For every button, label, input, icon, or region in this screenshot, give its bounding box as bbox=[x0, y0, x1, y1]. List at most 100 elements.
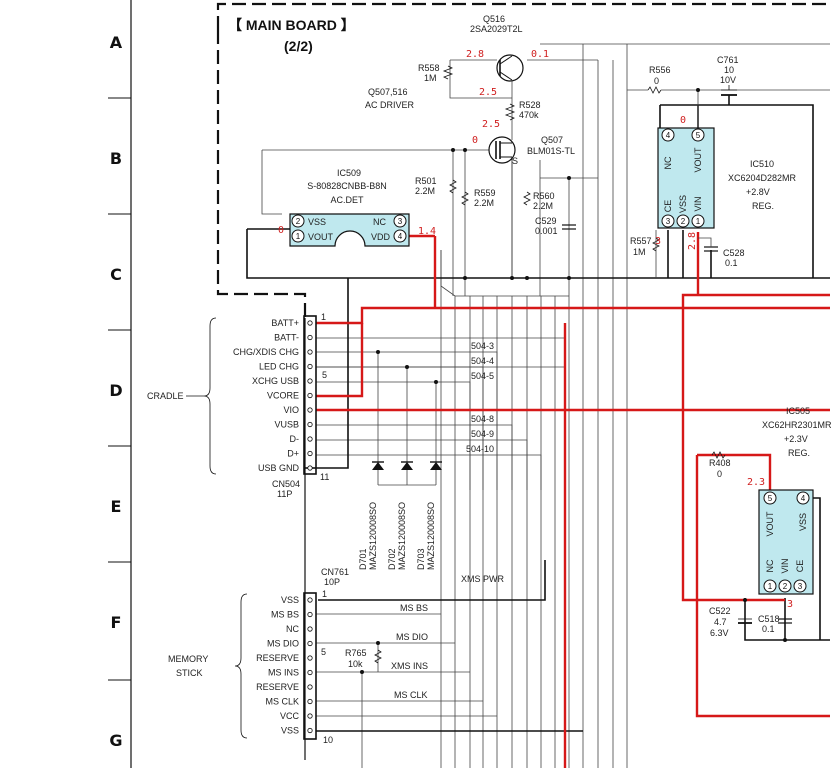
row-label-a: A bbox=[110, 33, 123, 52]
ic509-pin3: 3 bbox=[398, 217, 403, 226]
ic505-nc: NC bbox=[765, 559, 775, 572]
ic510-pin1: 1 bbox=[696, 217, 701, 226]
voltage-ic510-ce: 3 bbox=[655, 236, 661, 247]
d702-part: MAZS120008SO bbox=[397, 502, 407, 570]
r528-value: 470k bbox=[519, 110, 539, 120]
voltage-q516-e: 0.1 bbox=[531, 49, 549, 60]
cn504-pin-contact bbox=[307, 320, 313, 326]
cn504-pin-label: VCORE bbox=[267, 391, 299, 401]
cn504-pin-label: XCHG USB bbox=[252, 376, 299, 386]
ic509-vdd: VDD bbox=[371, 232, 391, 242]
c522-name: C522 bbox=[709, 606, 731, 616]
cn761-pin1: 1 bbox=[322, 589, 327, 599]
ic510-pin2: 2 bbox=[681, 217, 686, 226]
ic505-voltage: +2.3V bbox=[784, 434, 808, 444]
c761-value2: 10V bbox=[720, 75, 736, 85]
q507-516-name: Q507,516 bbox=[368, 87, 408, 97]
cn761-pins-count: 10P bbox=[324, 577, 340, 587]
r558-value: 1M bbox=[424, 73, 437, 83]
net-ms-clk: MS CLK bbox=[394, 690, 428, 700]
net-ms-dio: MS DIO bbox=[396, 632, 428, 642]
r557-value: 1M bbox=[633, 247, 646, 257]
cn504-pin-contact bbox=[307, 349, 313, 355]
net-xms-pwr: XMS PWR bbox=[461, 574, 505, 584]
grid-column: A B C D E F G bbox=[108, 0, 132, 768]
voltage-q516-c: 2.5 bbox=[479, 87, 497, 98]
voltage-ic510-vout: 0 bbox=[680, 115, 686, 126]
ic510-desc: REG. bbox=[752, 201, 774, 211]
cn761-pin-contact bbox=[307, 727, 313, 734]
power-wires bbox=[316, 232, 830, 768]
ic505-vout: VOUT bbox=[765, 511, 775, 537]
r528-name: R528 bbox=[519, 100, 541, 110]
cn761-pin5: 5 bbox=[321, 647, 326, 657]
cn761-pin-label: VSS bbox=[281, 595, 299, 605]
cn504-pin-contact bbox=[307, 450, 313, 457]
r556-value: 0 bbox=[654, 76, 659, 86]
transistor-q507 bbox=[488, 136, 516, 278]
voltage-q507-g: 2.5 bbox=[482, 119, 500, 130]
row-label-e: E bbox=[111, 497, 122, 516]
ic510-voltage: +2.8V bbox=[746, 187, 770, 197]
ic505-vin: VIN bbox=[780, 558, 790, 573]
ic510-part: XC6204D282MR bbox=[728, 173, 797, 183]
cn504-pin11: 11 bbox=[320, 472, 329, 482]
net-ms-bs: MS BS bbox=[400, 603, 428, 613]
row-label-b: B bbox=[110, 149, 122, 168]
c529-name: C529 bbox=[535, 216, 557, 226]
cn504-pin-contact bbox=[307, 392, 313, 399]
transistor-q516 bbox=[442, 54, 524, 140]
cn504-pins-count: 11P bbox=[277, 489, 292, 499]
c522-value2: 6.3V bbox=[710, 628, 729, 638]
voltage-ic509-vdd: 1.4 bbox=[418, 226, 436, 237]
cn504-pin-label: VIO bbox=[283, 405, 299, 415]
r559-name: R559 bbox=[474, 188, 496, 198]
voltage-ic505-vout: 2.3 bbox=[747, 477, 765, 488]
voltage-q507-d: 0 bbox=[472, 135, 478, 146]
c518-name: C518 bbox=[758, 614, 780, 624]
signal-504-3: 504-3 bbox=[471, 341, 494, 351]
r557-c528 bbox=[652, 230, 718, 278]
cn504-pin-contact bbox=[307, 407, 313, 413]
cn504-pin-label: D- bbox=[290, 434, 300, 444]
cn504-pin-label: BATT+ bbox=[271, 318, 299, 328]
signal-504-10: 504-10 bbox=[466, 444, 494, 454]
cn761-pin-contact bbox=[307, 640, 313, 647]
c522-c518 bbox=[738, 598, 792, 642]
cn761-pin-label: MS DIO bbox=[267, 639, 299, 649]
ground-wires bbox=[246, 95, 830, 732]
ic509-part: S-80828CNBB-B8N bbox=[307, 181, 387, 191]
d702-name: D702 bbox=[387, 548, 397, 570]
ic505-package bbox=[758, 489, 814, 595]
c518-value: 0.1 bbox=[762, 624, 775, 634]
row-label-d: D bbox=[109, 381, 122, 400]
ic510-name: IC510 bbox=[750, 159, 774, 169]
cn761-pin-label: MS CLK bbox=[265, 697, 299, 707]
ic509-desc: AC.DET bbox=[330, 195, 364, 205]
cn761-name: CN761 bbox=[321, 567, 349, 577]
r765 bbox=[360, 641, 382, 674]
memory-stick-label2: STICK bbox=[176, 668, 203, 678]
cn761-pin-contact bbox=[307, 713, 313, 719]
r556-c761 bbox=[627, 85, 830, 128]
cn504-pin-contact bbox=[307, 421, 313, 428]
ic510-pin4: 4 bbox=[666, 131, 671, 140]
signal-504-9: 504-9 bbox=[471, 429, 494, 439]
cradle-label: CRADLE bbox=[147, 391, 184, 401]
cn504-pin-contact bbox=[307, 436, 313, 442]
r765-name: R765 bbox=[345, 648, 367, 658]
cn504-pin-label: D+ bbox=[287, 449, 299, 459]
ic510-package bbox=[657, 127, 715, 229]
c528-value: 0.1 bbox=[725, 258, 738, 268]
ic505-pin1: 1 bbox=[768, 582, 773, 591]
memory-stick-label1: MEMORY bbox=[168, 654, 208, 664]
q507-516-desc: AC DRIVER bbox=[365, 100, 415, 110]
r408-value: 0 bbox=[717, 469, 722, 479]
signal-504-8: 504-8 bbox=[471, 414, 494, 424]
row-label-c: C bbox=[110, 265, 122, 284]
ic505-vss: VSS bbox=[798, 513, 808, 531]
cn761-pin-label: VCC bbox=[280, 711, 300, 721]
ic505-pin2: 2 bbox=[783, 582, 788, 591]
row-label-g: G bbox=[109, 731, 122, 750]
